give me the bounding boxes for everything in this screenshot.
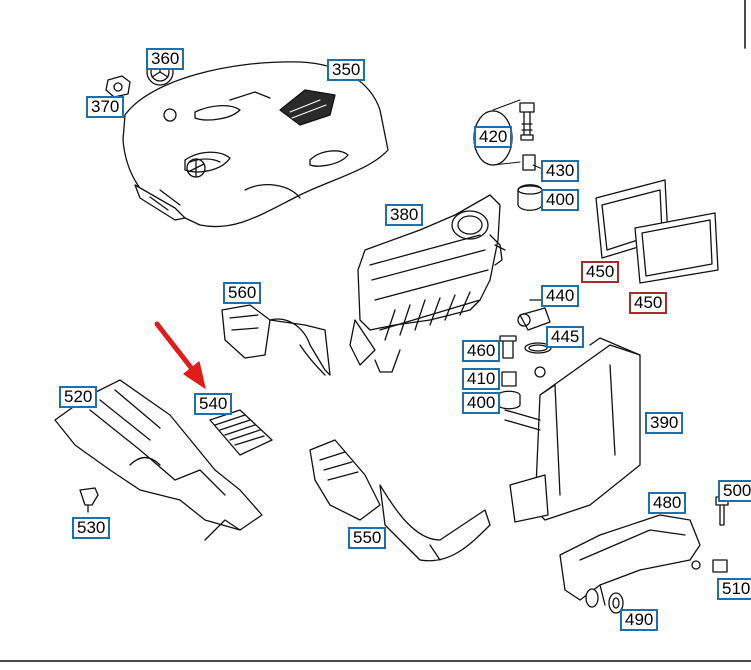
grommet-part (585, 588, 624, 614)
callout-420[interactable]: 420 (474, 126, 513, 148)
callout-360[interactable]: 360 (146, 48, 185, 70)
callout-510[interactable]: 510 (717, 578, 751, 600)
nut-part (105, 75, 131, 98)
callout-450-lower[interactable]: 450 (629, 292, 668, 314)
callout-400-bottom[interactable]: 400 (462, 392, 501, 414)
bolt-500-part (712, 496, 729, 573)
bracket-part (559, 514, 701, 606)
intake-housing-part (504, 337, 641, 523)
callout-500[interactable]: 500 (718, 480, 751, 502)
callout-370[interactable]: 370 (86, 96, 125, 118)
air-filter-housing-part (349, 194, 506, 373)
callout-400-top[interactable]: 400 (541, 189, 580, 211)
callout-440[interactable]: 440 (541, 285, 580, 307)
callout-490[interactable]: 490 (620, 609, 659, 631)
callout-520[interactable]: 520 (59, 386, 98, 408)
air-guide-part (54, 379, 263, 541)
mount-stack-part (497, 335, 521, 410)
red-arrow-indicator (154, 321, 206, 389)
callout-540[interactable]: 540 (194, 393, 233, 415)
duct-560-part (221, 304, 331, 376)
callout-560[interactable]: 560 (223, 282, 262, 304)
callout-350[interactable]: 350 (327, 59, 366, 81)
engine-cover-part (122, 61, 389, 228)
callout-530[interactable]: 530 (72, 517, 111, 539)
duct-550-part (309, 439, 491, 562)
callout-450-upper[interactable]: 450 (581, 261, 620, 283)
callout-380[interactable]: 380 (385, 204, 424, 226)
callout-445[interactable]: 445 (546, 326, 585, 348)
callout-430[interactable]: 430 (541, 160, 580, 182)
clip-part (79, 487, 99, 513)
bolt-group-part (473, 102, 543, 211)
callout-410[interactable]: 410 (462, 368, 501, 390)
callout-550[interactable]: 550 (348, 527, 387, 549)
filter-element-part (595, 179, 719, 284)
filter-mat-part (209, 409, 273, 456)
callout-460[interactable]: 460 (462, 340, 501, 362)
callout-390[interactable]: 390 (645, 412, 684, 434)
callout-480[interactable]: 480 (648, 492, 687, 514)
